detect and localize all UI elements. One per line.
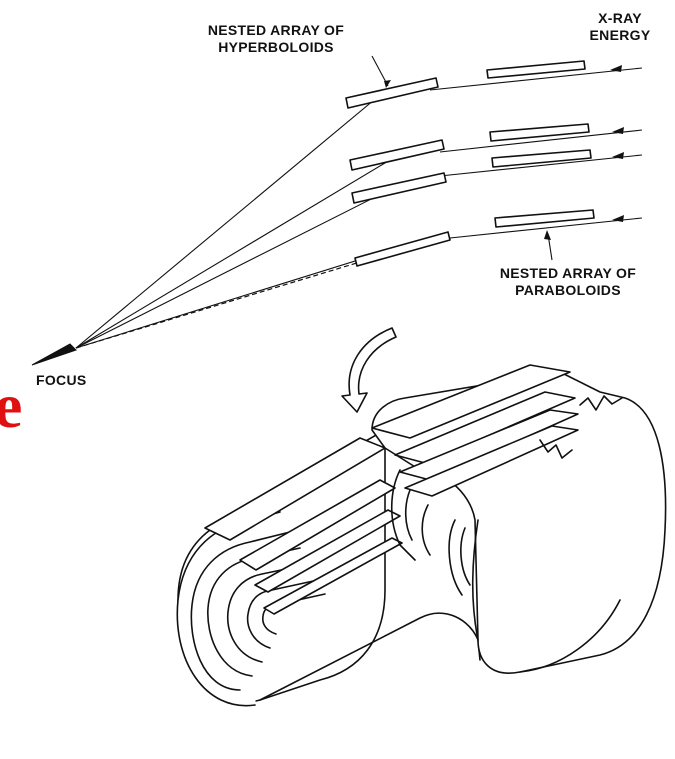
xray-label-line2: ENERGY	[570, 27, 670, 44]
paraboloids-label: NESTED ARRAY OF PARABOLOIDS	[478, 265, 658, 299]
converging-rays	[76, 95, 400, 348]
hyperboloids-label-line1: NESTED ARRAY OF	[186, 22, 366, 39]
hyperboloids-label-line2: HYPERBOLOIDS	[186, 39, 366, 56]
paraboloid-leader-head	[544, 230, 551, 240]
incoming-xray-lines	[430, 68, 642, 238]
hyperboloid-mirrors	[346, 78, 450, 266]
arrow-heads	[610, 65, 624, 222]
hyperboloids-label: NESTED ARRAY OF HYPERBOLOIDS	[186, 22, 366, 56]
red-letter-e: e	[0, 374, 22, 438]
paraboloid-mirrors	[487, 61, 594, 227]
paraboloids-label-line1: NESTED ARRAY OF	[478, 265, 658, 282]
paraboloids-label-line2: PARABOLOIDS	[478, 282, 658, 299]
focus-label: FOCUS	[36, 372, 87, 389]
curved-arrow	[342, 328, 396, 412]
mirror-assembly-cutaway	[177, 365, 665, 706]
focus-point	[32, 344, 76, 365]
xray-energy-label: X-RAY ENERGY	[570, 10, 670, 44]
xray-label-line1: X-RAY	[570, 10, 670, 27]
hyperboloid-leader-head	[384, 80, 391, 88]
